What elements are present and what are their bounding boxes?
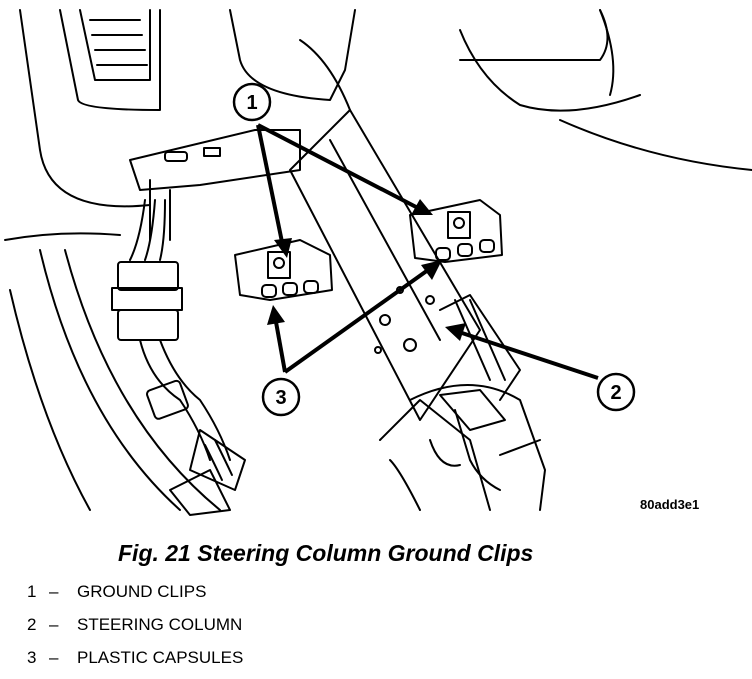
column-shroud-upper	[229, 9, 752, 171]
figure-caption: Fig. 21 Steering Column Ground Clips	[118, 540, 534, 566]
legend-label: GROUND CLIPS	[77, 582, 207, 601]
ground-clip-left	[234, 239, 333, 301]
legend-label: STEERING COLUMN	[77, 615, 243, 634]
support-bracket	[129, 129, 301, 241]
image-code: 80add3e1	[640, 497, 700, 512]
legend-item: 2–STEERING COLUMN	[27, 613, 243, 646]
steering-column-body	[289, 109, 521, 421]
legend-separator: –	[49, 648, 59, 667]
callout-1: 1	[232, 82, 272, 122]
legend-item: 3–PLASTIC CAPSULES	[27, 646, 243, 679]
callout-3: 3	[261, 377, 301, 417]
legend-item: 1–GROUND CLIPS	[27, 580, 243, 613]
callout-2: 2	[596, 372, 636, 412]
legend-label: PLASTIC CAPSULES	[77, 648, 244, 667]
legend-number: 1	[27, 582, 37, 601]
callout-1-label: 1	[246, 92, 257, 114]
legend-number: 3	[27, 648, 37, 667]
legend-separator: –	[49, 615, 59, 634]
callout-3-label: 3	[275, 387, 286, 409]
legend-separator: –	[49, 582, 59, 601]
wiring-harness	[111, 199, 246, 516]
dashboard-trim	[4, 9, 221, 511]
steering-column-illustration: 1 2 3	[4, 9, 752, 516]
ground-clip-right	[409, 199, 503, 263]
callout-2-label: 2	[610, 382, 621, 404]
legend-list: 1–GROUND CLIPS 2–STEERING COLUMN 3–PLAST…	[27, 580, 243, 679]
legend-number: 2	[27, 615, 37, 634]
column-lower-housing	[379, 384, 546, 511]
leader-arrows	[256, 123, 599, 380]
